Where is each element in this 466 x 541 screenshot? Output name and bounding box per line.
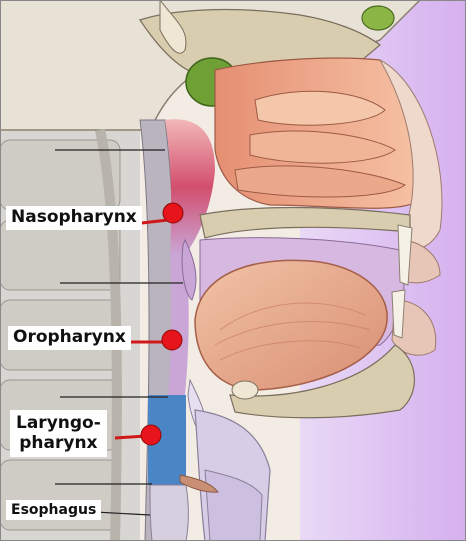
esophagus-tube [150, 485, 188, 541]
nasopharynx-marker-dot [163, 203, 183, 223]
laryngopharynx-label-line1: Laryngo- [16, 414, 101, 434]
laryngopharynx-label: Laryngo- pharynx [10, 410, 107, 457]
oropharynx-label: Oropharynx [8, 326, 131, 350]
esophagus-label: Esophagus [6, 500, 101, 520]
nasopharynx-label: Nasopharynx [6, 206, 142, 230]
frontal-sinus [362, 6, 394, 30]
oropharynx-marker-dot [162, 330, 182, 350]
hyoid-bone [232, 381, 258, 399]
laryngopharynx-marker-dot [141, 425, 161, 445]
laryngopharynx-label-line2: pharynx [16, 434, 101, 454]
